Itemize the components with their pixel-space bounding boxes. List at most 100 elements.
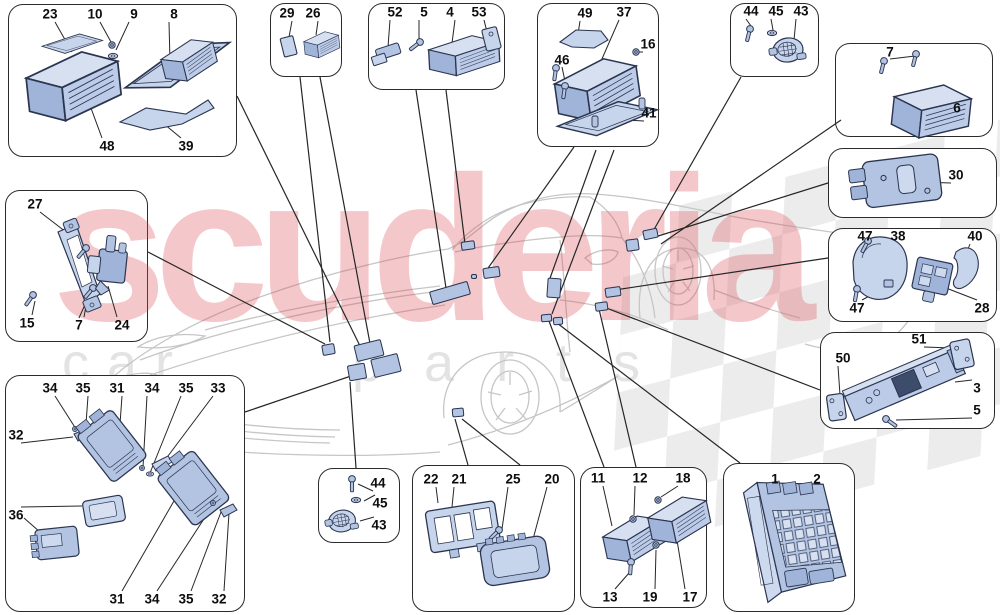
leader-line [895,417,973,421]
callout-number: 35 [178,380,194,396]
callout-number: 31 [109,380,125,396]
leader-line [54,395,77,430]
leader-line [20,436,74,444]
callout-number: 46 [554,52,570,68]
part-group-box-d [550,29,660,140]
leader-line [149,395,182,474]
callout-number: 13 [602,589,618,605]
callout-number: 34 [42,380,58,396]
leader-line [299,76,331,343]
callout-number: 48 [99,138,115,154]
leader-line [954,379,973,383]
part-group-box-h [850,235,979,303]
callout-number: 39 [178,138,194,154]
leader-line [435,486,439,504]
mounted-part [471,274,477,279]
leader-line [607,257,829,292]
leader-line [99,21,112,43]
callout-number: 24 [114,317,130,333]
leader-line [223,512,230,592]
leader-line [556,322,741,464]
callout-number: 8 [170,6,178,22]
callout-number: 16 [640,36,656,52]
leader-line [633,485,636,516]
callout-number: 45 [768,3,784,19]
leader-line [190,511,222,592]
callout-number: 35 [75,380,91,396]
callout-number: 32 [8,427,24,443]
callout-number: 35 [178,591,194,607]
leader-line [363,494,376,502]
callout-number: 34 [144,380,160,396]
callout-number: 37 [616,4,632,20]
callout-number: 15 [19,315,35,331]
leader-line [551,149,615,315]
leader-line [39,211,67,233]
leader-line [600,305,821,391]
callout-number: 30 [948,167,964,183]
leader-line [415,89,447,289]
callout-number: 53 [471,4,487,20]
leader-line [745,18,752,27]
leader-line [107,285,118,318]
leader-line [651,76,742,234]
callout-number: 21 [451,471,467,487]
callout-number: 19 [642,589,658,605]
leader-line [793,18,797,41]
leader-line [654,182,829,238]
callout-box-e [730,3,819,77]
callout-number: 43 [371,517,387,533]
callout-number: 5 [973,402,981,418]
leader-line [359,516,375,522]
callout-number: 20 [544,471,560,487]
callout-number: 9 [130,6,138,22]
leader-line [115,21,130,51]
callout-number: 12 [632,470,648,486]
leader-line [236,95,363,351]
part-group-box-j [742,480,847,604]
callout-number: 51 [911,331,927,347]
callout-number: 18 [675,470,691,486]
callout-number: 4 [446,4,454,20]
leader-line [451,486,455,508]
callout-number: 33 [210,380,226,396]
leader-line [889,55,916,60]
leader-line [945,287,978,301]
leader-line [319,76,373,355]
leader-line [445,89,466,245]
part-group-box-n [29,408,238,561]
leader-line [654,549,657,590]
callout-number: 29 [279,5,295,21]
leader-line [119,395,123,425]
part-group-box-c [370,26,502,78]
leader-line [660,119,842,245]
callout-number: 52 [387,4,403,20]
leader-line [531,486,548,544]
callout-number: 1 [771,471,779,487]
part-group-box-l [424,500,551,587]
callout-number: 22 [423,471,439,487]
leader-line [451,19,456,44]
callout-number: 40 [967,228,983,244]
leader-line [244,375,352,413]
callout-number: 43 [793,3,809,19]
leader-line [288,20,293,38]
callout-number: 50 [835,350,851,366]
leader-line [675,533,686,590]
watermark-primary: scuderia [52,134,815,364]
callout-number: 23 [42,6,58,22]
callout-number: 3 [973,380,981,396]
leader-line [461,418,521,466]
callout-number: 41 [641,105,657,121]
callout-number: 28 [974,300,990,316]
callout-number: 45 [372,495,388,511]
leader-line [548,320,605,468]
leader-line [614,572,630,590]
leader-line [501,486,509,530]
callout-number: 11 [590,470,606,486]
